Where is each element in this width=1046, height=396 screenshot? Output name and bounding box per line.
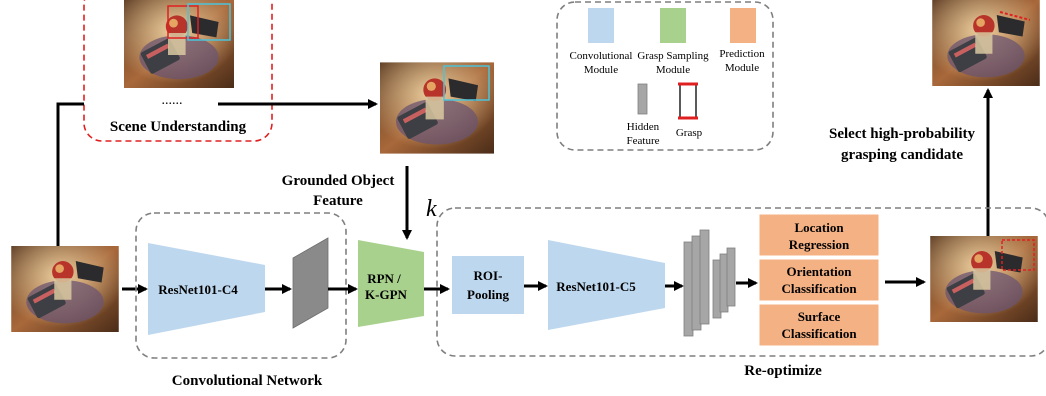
reoptimize-label: Re-optimize [744,363,822,379]
output-grasp-mark [999,11,1031,21]
legend-grasp-icon [678,82,698,120]
loc-label-2: Regression [789,237,850,252]
grounded-feature-label-1: Grounded Object [282,173,395,189]
rpn-label-1: RPN / [367,271,401,286]
scene-understanding-box: ...... Scene Understanding [83,0,273,142]
legend-grasp-label-2: Module [656,64,690,76]
grounded-feature-label-2: Feature [313,193,363,209]
legend-hidden-label-1: Hidden [627,121,660,133]
object-box-cyan [187,3,231,41]
scene-understanding-border [83,0,273,142]
ellipsis-text: ...... [162,93,183,108]
rpn-label-2: K-GPN [365,287,407,302]
scene-understanding-label: Scene Understanding [110,119,247,135]
hidden-feature-stack [683,229,736,337]
surf-label-2: Classification [781,326,857,341]
legend-grasp-swatch [660,8,686,43]
surf-label-1: Surface [798,309,841,324]
grounded-object-box [443,65,490,101]
k-symbol: k [426,196,437,222]
legend-grasp-label-1: Grasp Sampling [637,50,709,62]
conv-network-label: Convolutional Network [172,373,323,389]
input-scene-image [11,246,119,332]
input-to-scene-line [56,102,84,246]
loc-label-1: Location [794,220,844,235]
roi-label-2: Pooling [467,287,509,302]
legend-conv-label-1: Convolutional [570,50,633,62]
legend-conv-label-2: Module [584,64,618,76]
conv-feature-map [292,237,329,329]
resnet-c4-label: ResNet101-C4 [158,282,238,297]
legend-conv-swatch [588,8,614,43]
legend-border [556,1,774,151]
legend-hidden-label-2: Feature [627,135,660,147]
output-scene-image [932,0,1040,86]
surface-classification-block [758,303,880,347]
result-grasp-candidates [1001,239,1035,271]
ori-label-2: Classification [781,281,857,296]
select-label-1: Select high-probability [829,126,975,142]
roi-pooling-block [452,256,524,314]
resnet-c5-block [548,240,665,330]
scene-image-middle [380,62,494,154]
legend-box: Convolutional Module Grasp Sampling Modu… [556,1,774,151]
location-regression-block [758,213,880,257]
roi-label-1: ROI- [474,268,503,283]
legend-grasp-icon-label: Grasp [676,127,703,139]
resnet-c5-label: ResNet101-C5 [556,279,636,294]
legend-pred-label-2: Module [725,62,759,74]
resnet-c4-block [148,243,265,335]
legend-pred-label-1: Prediction [719,48,765,60]
legend-hidden-swatch [637,83,648,115]
result-scene-image [930,236,1038,322]
orientation-classification-block [758,258,880,302]
conv-network-border [135,212,347,359]
rpn-kgpn-block [358,240,424,327]
scene-image-top [124,0,234,88]
reoptimize-border [436,207,1046,357]
select-label-2: grasping candidate [841,147,963,163]
ori-label-1: Orientation [787,264,853,279]
legend-pred-swatch [730,8,756,43]
grasp-box-red [167,5,199,39]
